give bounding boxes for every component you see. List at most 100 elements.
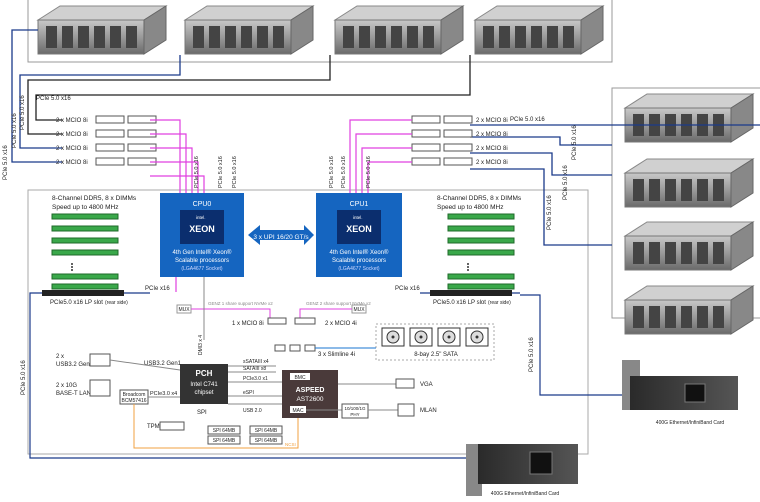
mcio-row: 2 x MCIO 8i bbox=[56, 115, 157, 124]
svg-text:DMI3 x 4: DMI3 x 4 bbox=[198, 335, 204, 355]
svg-text:2 x 10G: 2 x 10G bbox=[56, 383, 77, 389]
svg-text:4th Gen Intel® Xeon®: 4th Gen Intel® Xeon® bbox=[330, 249, 389, 256]
gpu-module-icon bbox=[183, 5, 315, 55]
sata-drive-icon bbox=[465, 327, 489, 347]
svg-text:USB3.2 Gen1: USB3.2 Gen1 bbox=[144, 361, 182, 367]
storage-bay: 8-bay 2.5" SATA 3 x Slimline 4i bbox=[274, 323, 495, 361]
mcio-label: 2 x MCIO 8i bbox=[56, 132, 88, 138]
top-gpu-group bbox=[36, 5, 605, 55]
svg-text:BMC: BMC bbox=[294, 375, 306, 381]
pcie-label-bottom-right: PCIe 5.0 x16 bbox=[529, 337, 535, 372]
gpu-module-icon bbox=[473, 5, 605, 55]
svg-text:Scalable processors: Scalable processors bbox=[175, 258, 229, 264]
svg-text:BCM57416: BCM57416 bbox=[121, 398, 146, 404]
cpu-mcio-links bbox=[150, 119, 412, 195]
nic-card-right: 400G Ethernet/InfiniBand Card bbox=[520, 294, 738, 426]
svg-text:8-bay 2.5" SATA: 8-bay 2.5" SATA bbox=[414, 352, 458, 358]
mlan-port-icon bbox=[397, 403, 415, 417]
svg-text:MUX: MUX bbox=[353, 307, 365, 313]
svg-text:PCIe 5.0 x16: PCIe 5.0 x16 bbox=[232, 156, 238, 188]
xeon-logo-icon bbox=[337, 210, 381, 244]
svg-text:Intel C741: Intel C741 bbox=[190, 382, 218, 388]
svg-text:PCIe x16: PCIe x16 bbox=[395, 286, 420, 292]
mcio-label: 2 x MCIO 8i bbox=[56, 146, 88, 152]
pcie-label-left-b: PCIe 5.0 x16 bbox=[20, 95, 26, 130]
svg-text:(LGA4677 Socket): (LGA4677 Socket) bbox=[338, 266, 379, 272]
lp-slot-left: PCIe5.0 x16 LP slot (rear side) PCIe x16 bbox=[37, 277, 177, 306]
svg-text:PCIe3.0 x4: PCIe3.0 x4 bbox=[150, 391, 177, 397]
svg-text:(LGA4677 Socket): (LGA4677 Socket) bbox=[181, 266, 222, 272]
dimm-slot bbox=[51, 249, 119, 256]
svg-text:400G Ethernet/InfiniBand Card: 400G Ethernet/InfiniBand Card bbox=[656, 420, 725, 426]
svg-text:NCSI: NCSI bbox=[285, 442, 296, 447]
gpu-module-icon bbox=[623, 158, 755, 208]
svg-text:2 x MCIO 4i: 2 x MCIO 4i bbox=[325, 321, 357, 327]
svg-text:GENZ 1 share support NVMe x2: GENZ 1 share support NVMe x2 bbox=[208, 301, 273, 306]
sata-drive-icon bbox=[381, 327, 405, 347]
upi-link: 3 x UPI 16/20 GT/s bbox=[248, 225, 314, 245]
mcio-label: 2 x MCIO 8i bbox=[476, 118, 508, 124]
dimm-slot bbox=[51, 213, 119, 220]
lan-port-icon bbox=[89, 379, 111, 397]
svg-text:BASE-T LAN: BASE-T LAN bbox=[56, 391, 91, 397]
svg-text:MLAN: MLAN bbox=[420, 408, 437, 414]
cpu0-block: CPU0 intel. XEON 4th Gen Intel® Xeon® Sc… bbox=[160, 193, 244, 277]
mcio-label: 2 x MCIO 8i bbox=[476, 146, 508, 152]
rear-ports: VGA 10/100/1G PHY MLAN bbox=[306, 378, 437, 419]
pcie-label-right-d: PCIe 5.0 x16 bbox=[547, 195, 553, 230]
vga-port-icon bbox=[395, 378, 415, 389]
svg-text:VGA: VGA bbox=[420, 382, 433, 388]
mcio-row: 2 x MCIO 8i bbox=[56, 129, 157, 138]
svg-text:8-Channel DDR5, 8 x DIMMs: 8-Channel DDR5, 8 x DIMMs bbox=[437, 195, 522, 202]
svg-text:Scalable processors: Scalable processors bbox=[332, 258, 386, 264]
pcie-label-left-a: PCIe 5.0 x16 bbox=[12, 113, 18, 148]
svg-text:3 x Slimline 4i: 3 x Slimline 4i bbox=[318, 352, 355, 358]
mcio-row: 2 x MCIO 8i bbox=[411, 129, 508, 138]
svg-text:Speed up to 4800 MHz: Speed up to 4800 MHz bbox=[437, 204, 504, 211]
svg-text:1 x MCIO 8i: 1 x MCIO 8i bbox=[232, 321, 264, 327]
pch-block: PCH Intel C741 chipset USB3.2 Gen1 PCIe3… bbox=[109, 359, 241, 445]
bmc-block: BMC ASPEED AST2600 MAC sSATAIII x4 SATAI… bbox=[133, 359, 338, 449]
svg-text:400G Ethernet/InfiniBand Card: 400G Ethernet/InfiniBand Card bbox=[491, 491, 560, 497]
svg-text:PCIe5.0 x16 LP slot: PCIe5.0 x16 LP slot bbox=[50, 300, 103, 306]
memory-right: 8-Channel DDR5, 8 x DIMMs Speed up to 48… bbox=[437, 195, 522, 290]
pcie-label-left-c: PCIe 5.0 x16 bbox=[3, 145, 9, 180]
svg-text:XEON: XEON bbox=[189, 224, 215, 234]
gpu-module-icon bbox=[623, 285, 755, 335]
pcie-label-right-a: PCIe 5.0 x16 bbox=[510, 117, 545, 123]
svg-text:PCIe 5.0 x16: PCIe 5.0 x16 bbox=[366, 156, 372, 188]
svg-text:SATAIII x8: SATAIII x8 bbox=[243, 366, 266, 372]
memory-left: 8-Channel DDR5, 8 x DIMMs Speed up to 48… bbox=[51, 195, 137, 290]
gpu-module-icon bbox=[333, 5, 465, 55]
mcio-row: 2 x MCIO 8i bbox=[56, 157, 157, 166]
sata-drive-icon bbox=[409, 327, 433, 347]
mcio-label: 2 x MCIO 8i bbox=[476, 132, 508, 138]
dimm-slot bbox=[447, 249, 515, 256]
svg-text:ASPEED: ASPEED bbox=[296, 387, 325, 394]
svg-text:8-Channel DDR5, 8 x DIMMs: 8-Channel DDR5, 8 x DIMMs bbox=[52, 195, 137, 202]
nic-chip-icon bbox=[529, 451, 553, 475]
mcio-label: 2 x MCIO 8i bbox=[476, 160, 508, 166]
svg-text:SPI: SPI bbox=[197, 410, 207, 416]
svg-text:MAC: MAC bbox=[292, 408, 304, 414]
svg-text:4th Gen Intel® Xeon®: 4th Gen Intel® Xeon® bbox=[173, 249, 232, 256]
svg-text:MUX: MUX bbox=[178, 307, 190, 313]
dimm-slot bbox=[447, 273, 515, 280]
dimm-slot bbox=[51, 237, 119, 244]
svg-text:SPI 64MB: SPI 64MB bbox=[255, 428, 278, 434]
gpu-cables bbox=[11, 29, 760, 246]
dimm-slot bbox=[447, 283, 515, 290]
cpu-pcie-vertical-labels: PCIe 5.0 x16 PCIe 5.0 x16 PCIe 5.0 x16 P… bbox=[194, 156, 372, 188]
usb-port-icon bbox=[89, 353, 111, 367]
svg-text:(rear side): (rear side) bbox=[105, 300, 128, 306]
svg-text:3 x UPI 16/20 GT/s: 3 x UPI 16/20 GT/s bbox=[253, 234, 309, 241]
dimm-slot bbox=[447, 237, 515, 244]
svg-text:USB3.2 Gen1: USB3.2 Gen1 bbox=[56, 362, 94, 368]
svg-text:SPI 64MB: SPI 64MB bbox=[255, 438, 278, 444]
svg-text:PCIe 5.0 x16: PCIe 5.0 x16 bbox=[341, 156, 347, 188]
svg-text:PCIe x16: PCIe x16 bbox=[145, 286, 170, 292]
svg-text:PCIe 5.0 x16: PCIe 5.0 x16 bbox=[218, 156, 224, 188]
nic-chip-icon bbox=[684, 383, 706, 403]
tpm-chip-icon bbox=[159, 421, 185, 431]
